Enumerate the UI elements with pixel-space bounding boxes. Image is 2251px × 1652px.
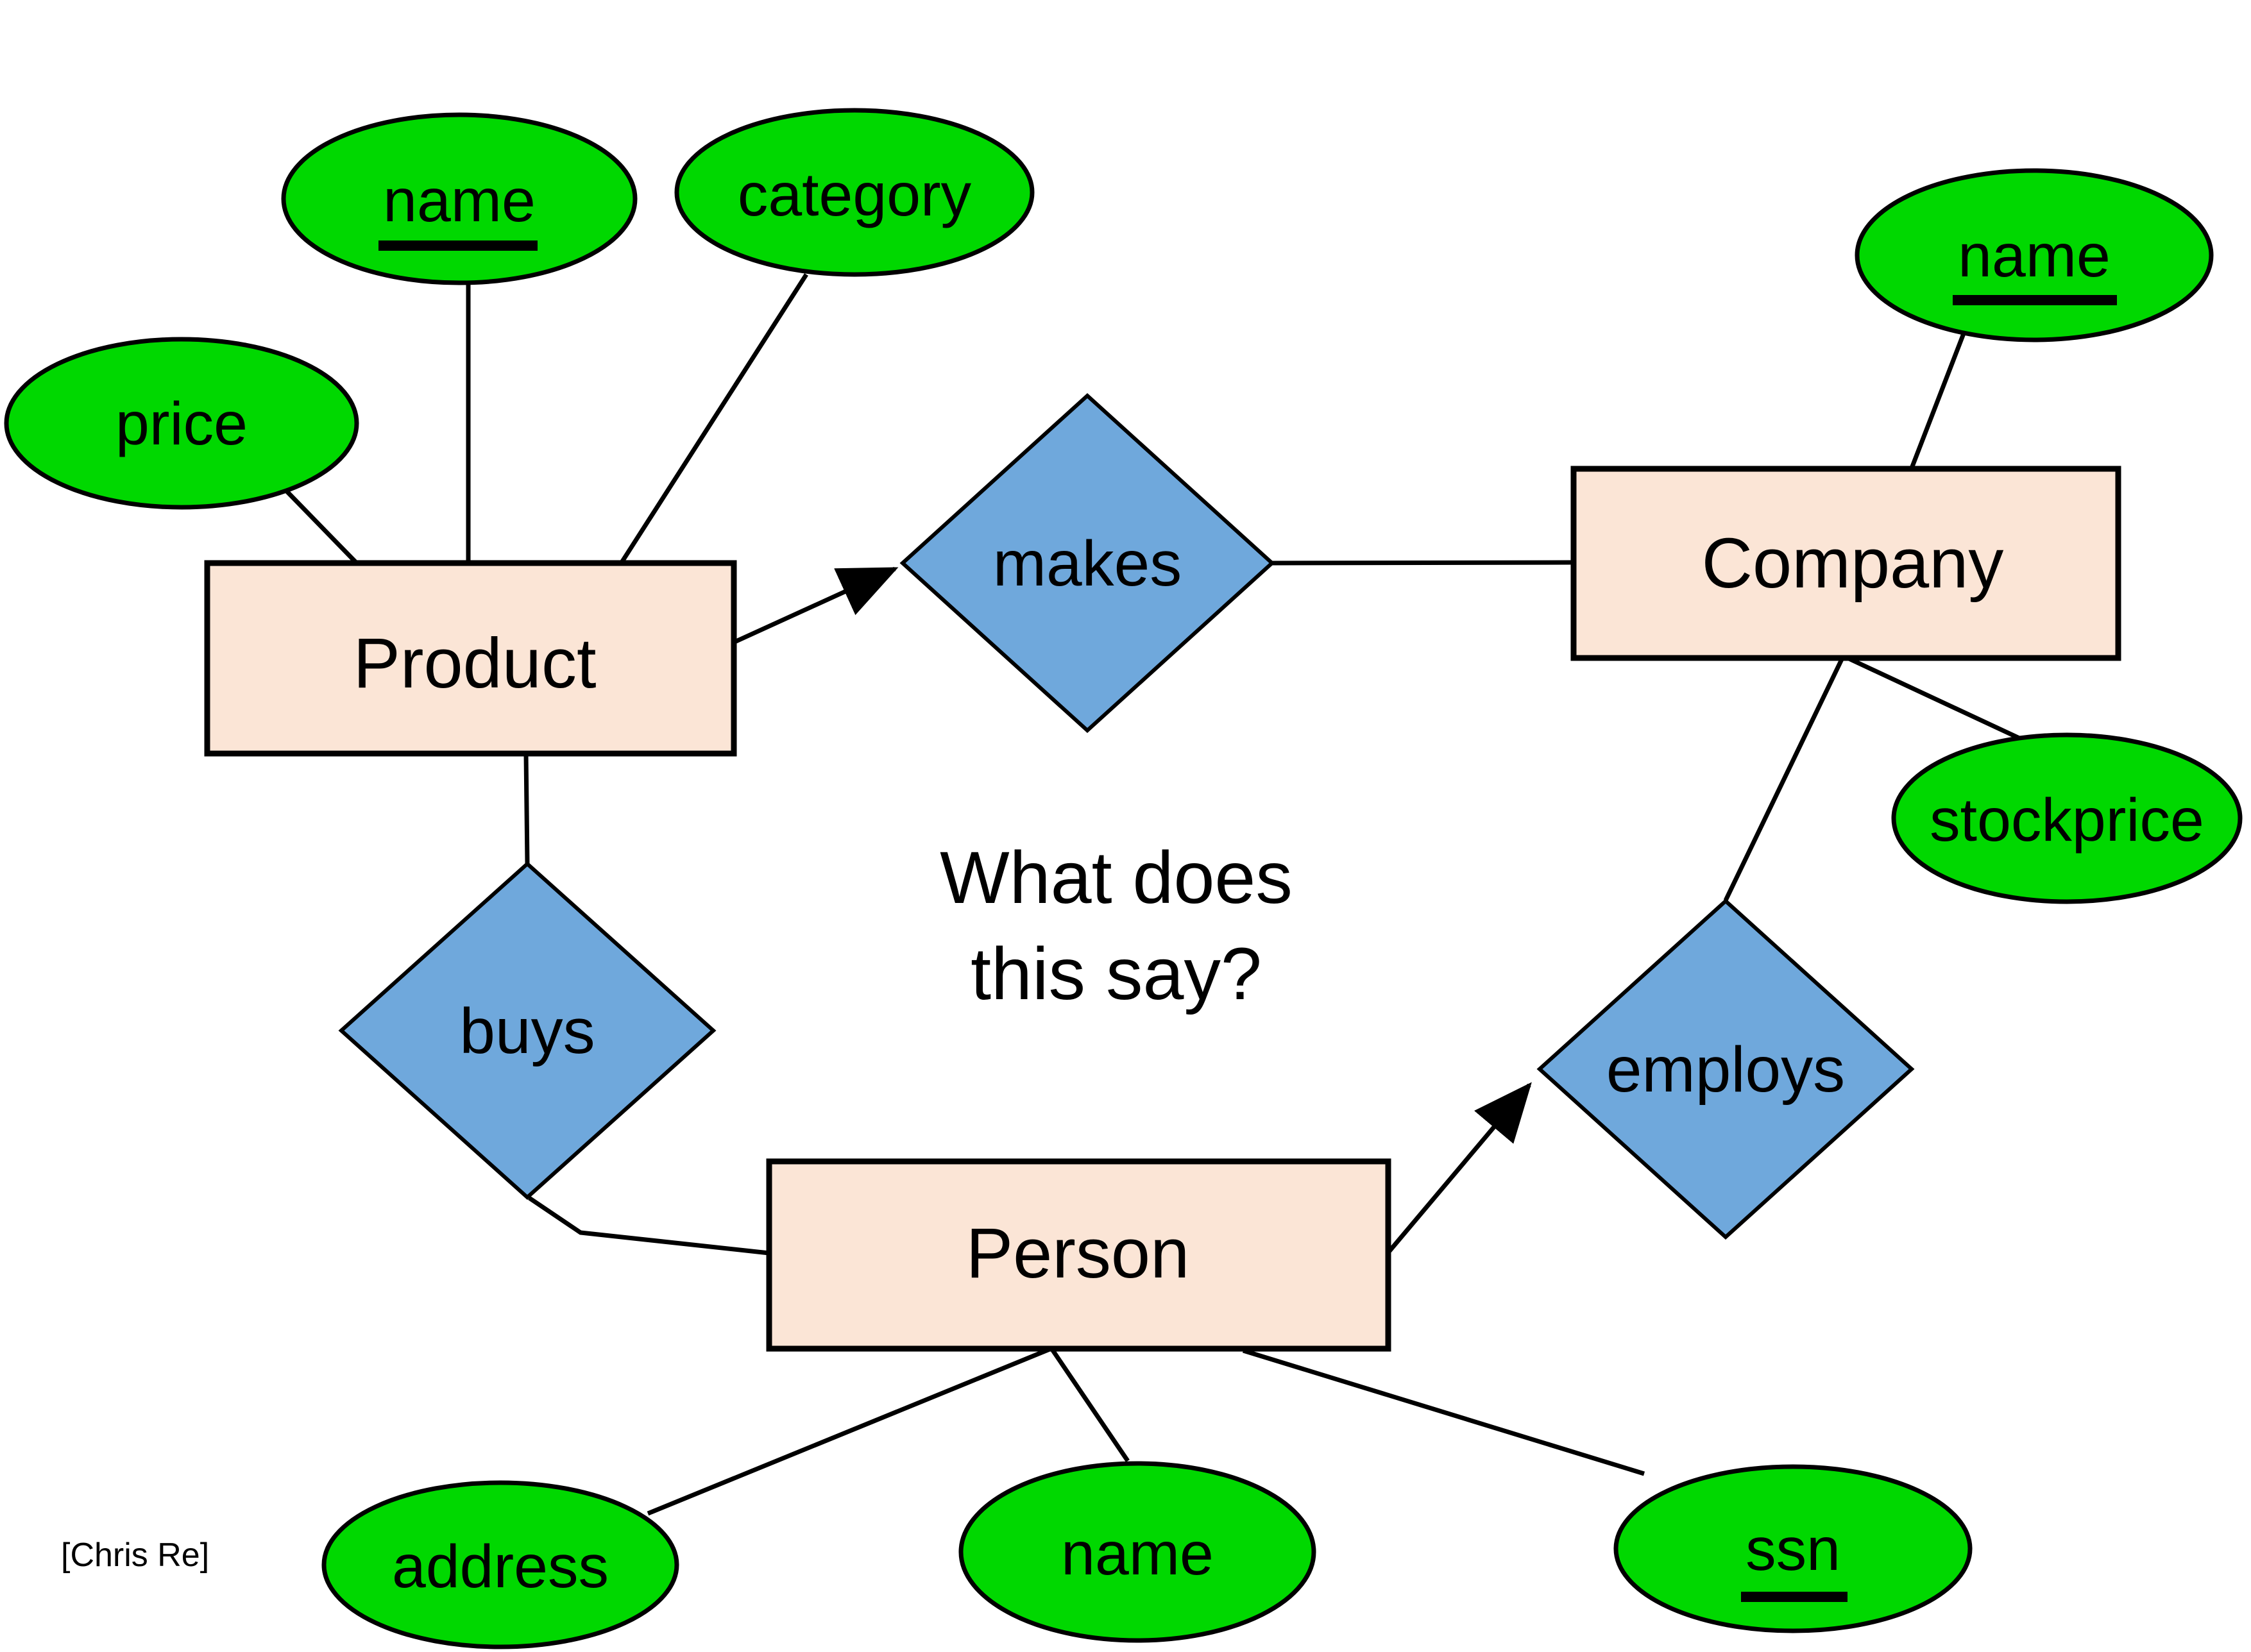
attribute-ellipse-person-name [958, 1461, 1316, 1643]
connector-category-product [620, 273, 808, 564]
relationship-buys: buys [338, 861, 717, 1201]
entity-label-company: Company [1702, 524, 2004, 603]
relationship-label-employs: employs [1606, 1034, 1845, 1106]
relationship-diamond-makes [899, 392, 1275, 734]
connector-company-employs [1723, 657, 1845, 902]
attribute-ellipse-company-name [1855, 168, 2214, 342]
attribute-label-address: address [392, 1533, 609, 1601]
entity-label-person: Person [966, 1214, 1190, 1293]
attribute-label-stockprice: stockprice [1930, 786, 2204, 854]
attribute-category: category [674, 108, 1035, 277]
attribute-ellipse-price [4, 337, 359, 510]
relationship-diamond-employs [1536, 898, 1915, 1240]
entity-company: Company [1570, 466, 2121, 661]
relationship-diamond-buys [338, 861, 717, 1201]
entity-rect-product [204, 560, 737, 757]
connector-person-employs-arrow [1387, 1082, 1532, 1254]
question-text-line1: What does [940, 837, 1293, 919]
attribute-company-name: name [1855, 168, 2214, 342]
attribute-label-category: category [738, 161, 972, 229]
connector-company-stockprice [1846, 655, 2022, 741]
entity-rect-person [766, 1158, 1391, 1352]
attribute-label-price: price [115, 390, 248, 458]
attribute-ellipse-category [674, 108, 1035, 277]
question-text-line2: this say? [971, 933, 1262, 1015]
entity-label-product: Product [353, 624, 596, 703]
attribute-person-name: name [958, 1461, 1316, 1643]
connector-company-name [1909, 321, 1971, 469]
entity-product: Product [204, 560, 737, 757]
connector-buys-person [528, 1196, 770, 1256]
connector-product-buys [523, 754, 530, 864]
attribute-label-company-name: name [1958, 222, 2111, 290]
entity-rect-company [1570, 466, 2121, 661]
attribution-text: [Chris Re] [61, 1537, 209, 1574]
attribute-product-name: name [281, 112, 638, 285]
attribute-label-ssn: ssn [1746, 1515, 1840, 1583]
attribute-address: address [321, 1480, 679, 1649]
attribute-label-product-name: name [383, 167, 536, 235]
connector-person-ssn [1242, 1348, 1645, 1476]
attribute-ellipse-address [321, 1480, 679, 1649]
attribute-ellipse-product-name [281, 112, 638, 285]
relationship-label-buys: buys [459, 995, 595, 1067]
relationship-makes: makes [899, 392, 1275, 734]
connector-person-name [1050, 1348, 1130, 1462]
attribute-ellipse-stockprice [1891, 732, 2243, 904]
relationship-employs: employs [1536, 898, 1915, 1240]
attribute-price: price [4, 337, 359, 510]
entity-person: Person [766, 1158, 1391, 1352]
attribute-stockprice: stockprice [1891, 732, 2243, 904]
connector-person-address [647, 1347, 1051, 1516]
attribute-label-person-name: name [1061, 1520, 1214, 1588]
connector-product-makes-arrow [732, 566, 899, 645]
connector-price-product [284, 489, 358, 564]
connector-makes-company [1271, 560, 1574, 566]
attribute-ssn: ssn [1613, 1464, 1973, 1633]
relationship-label-makes: makes [993, 528, 1182, 600]
attribute-ellipse-ssn [1613, 1464, 1973, 1633]
